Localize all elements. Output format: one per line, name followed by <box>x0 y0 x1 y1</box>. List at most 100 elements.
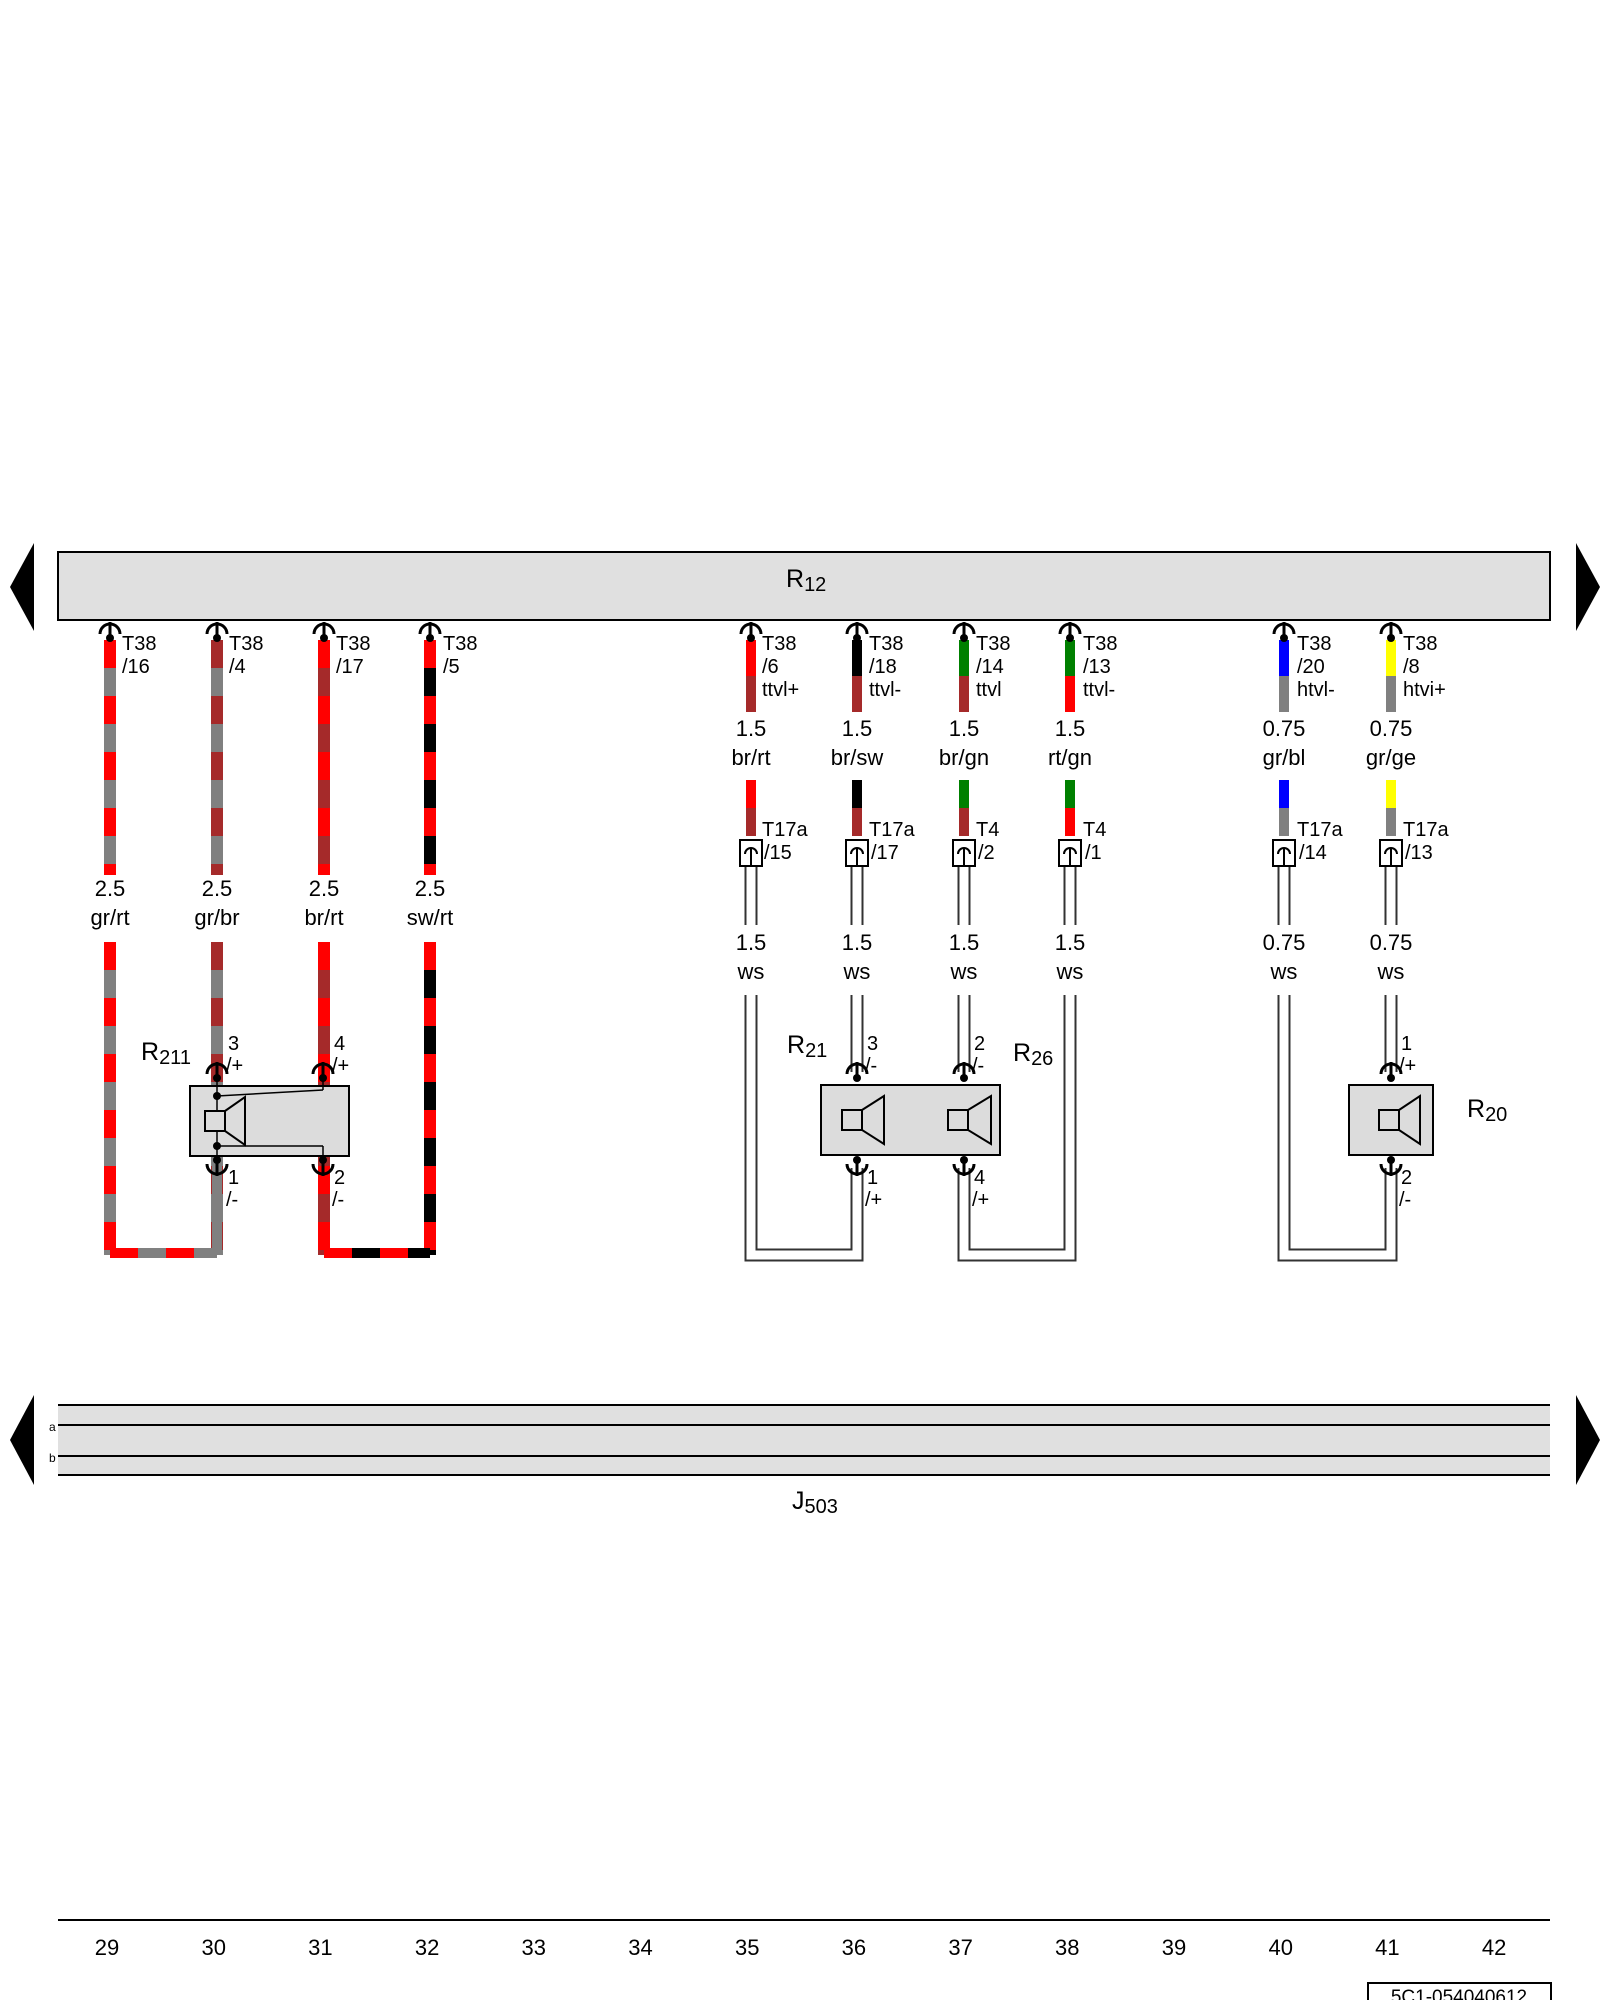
inline-connector-label: T17a <box>869 819 915 841</box>
connector-label-line3: ttvl- <box>1083 679 1115 701</box>
inline-connector-icon <box>1058 839 1082 867</box>
nav-right-arrow-bottom[interactable] <box>1576 1395 1600 1485</box>
pin-number: 1 <box>1401 1033 1412 1055</box>
pin-icon <box>1272 622 1296 642</box>
wire-size-label: 2.5 <box>415 876 446 901</box>
pin-icon <box>845 1156 869 1176</box>
r26-label: R26 <box>1013 1039 1053 1070</box>
connector-label-line2: /13 <box>1083 656 1111 678</box>
pin-icon <box>952 1156 976 1176</box>
r12-bus: R12 <box>57 551 1551 621</box>
pin-polarity: /- <box>332 1189 344 1211</box>
wire-color-label: gr/rt <box>90 905 129 930</box>
connector-label-line3: htvl- <box>1297 679 1335 701</box>
pin-icon <box>418 622 442 642</box>
ruler-number: 37 <box>948 1935 972 1960</box>
wire-segment <box>746 995 862 1260</box>
speaker-icon <box>1378 1094 1421 1146</box>
inline-connector-labels: T17a /15 T17a /17 T4 /2 T4 /1 T17a /14 T… <box>762 819 1449 864</box>
ruler-number: 39 <box>1162 1935 1186 1960</box>
inline-connector-label: /14 <box>1299 842 1327 864</box>
j503-label: J503 <box>792 1487 838 1518</box>
r211-label: R211 <box>141 1038 191 1069</box>
inline-connector-icon <box>739 839 763 867</box>
connector-label-line1: T38 <box>1083 633 1117 655</box>
wire-size-label: 0.75 <box>1263 716 1306 741</box>
pin-polarity: /+ <box>1399 1055 1416 1077</box>
pin-polarity: /- <box>972 1055 984 1077</box>
wire-size-label: 1.5 <box>842 716 873 741</box>
nav-left-arrow-bottom[interactable] <box>10 1395 34 1485</box>
r21-label: R21 <box>787 1031 827 1062</box>
nav-left-arrow-top[interactable] <box>10 543 34 631</box>
pin-polarity: /+ <box>332 1055 349 1077</box>
wire-color-label: ws <box>1377 959 1405 984</box>
pin-polarity: /- <box>865 1055 877 1077</box>
connector-label-line2: /14 <box>976 656 1004 678</box>
pin-icon <box>952 1062 976 1082</box>
pin-polarity: /+ <box>972 1189 989 1211</box>
connector-label-line1: T38 <box>229 633 263 655</box>
pin-icon <box>311 1156 335 1176</box>
pin-layer <box>98 622 1403 1176</box>
wire-segment <box>959 995 1075 1260</box>
inline-connector-label: /1 <box>1085 842 1102 864</box>
nav-right-arrow-top[interactable] <box>1576 543 1600 631</box>
pin-icon <box>1058 622 1082 642</box>
wire-size-label: 2.5 <box>309 876 340 901</box>
pin-icon <box>312 622 336 642</box>
ruler-number: 41 <box>1375 1935 1399 1960</box>
connector-label-line2: /18 <box>869 656 897 678</box>
ruler-number: 40 <box>1268 1935 1292 1960</box>
connector-label-line1: T38 <box>976 633 1010 655</box>
connector-label-line3: ttvl+ <box>762 679 799 701</box>
ruler-number: 38 <box>1055 1935 1079 1960</box>
pin-icon <box>739 622 763 642</box>
connector-label-line2: /20 <box>1297 656 1325 678</box>
connector-label-line2: /5 <box>443 656 460 678</box>
speaker-icon <box>204 1095 246 1147</box>
pin-polarity: /- <box>1399 1189 1411 1211</box>
wire-size-label: 1.5 <box>842 930 873 955</box>
wire-size-label: 0.75 <box>1263 930 1306 955</box>
inline-connector-label: /13 <box>1405 842 1433 864</box>
pin-number: 3 <box>867 1033 878 1055</box>
speaker-icon <box>947 1094 992 1146</box>
inline-connector-label: /17 <box>871 842 899 864</box>
connector-label-line1: T38 <box>122 633 156 655</box>
pin-number: 1 <box>867 1167 878 1189</box>
ruler-number: 35 <box>735 1935 759 1960</box>
inline-connector-label: T17a <box>1403 819 1449 841</box>
pin-number: 4 <box>334 1033 345 1055</box>
wire-size-label: 1.5 <box>736 716 767 741</box>
wire-size-label: 1.5 <box>949 930 980 955</box>
inline-connector-icon <box>1379 839 1403 867</box>
wire-size-label: 0.75 <box>1370 716 1413 741</box>
wire-color-label: gr/br <box>194 905 239 930</box>
inline-connector-label: T4 <box>976 819 999 841</box>
inline-connector-label: /2 <box>978 842 995 864</box>
wire-size-label: 2.5 <box>202 876 233 901</box>
pin-icon <box>1379 1156 1403 1176</box>
ruler-number: 32 <box>415 1935 439 1960</box>
wire-color-label: br/rt <box>304 905 343 930</box>
pin-number: 3 <box>228 1033 239 1055</box>
r20-label: R20 <box>1467 1095 1507 1126</box>
pin-icon <box>1379 1062 1403 1082</box>
wire-segment <box>1279 995 1396 1260</box>
pin-icon <box>98 622 122 642</box>
pin-polarity: /+ <box>865 1189 882 1211</box>
connector-label-line1: T38 <box>336 633 370 655</box>
connector-label-line2: /6 <box>762 656 779 678</box>
wire-color-label: br/rt <box>731 745 770 770</box>
wire-labels-lower: 1.5 ws 1.5 ws 1.5 ws 1.5 ws 0.75 ws 0.75… <box>736 930 1413 984</box>
connector-label-line1: T38 <box>443 633 477 655</box>
wire-color-label: ws <box>1270 959 1298 984</box>
connector-label-line1: T38 <box>762 633 796 655</box>
wire-color-label: ws <box>737 959 765 984</box>
connector-label-line1: T38 <box>1297 633 1331 655</box>
pin-polarity: /+ <box>226 1055 243 1077</box>
pin-icon <box>1379 622 1403 642</box>
connector-label-line3: htvi+ <box>1403 679 1446 701</box>
